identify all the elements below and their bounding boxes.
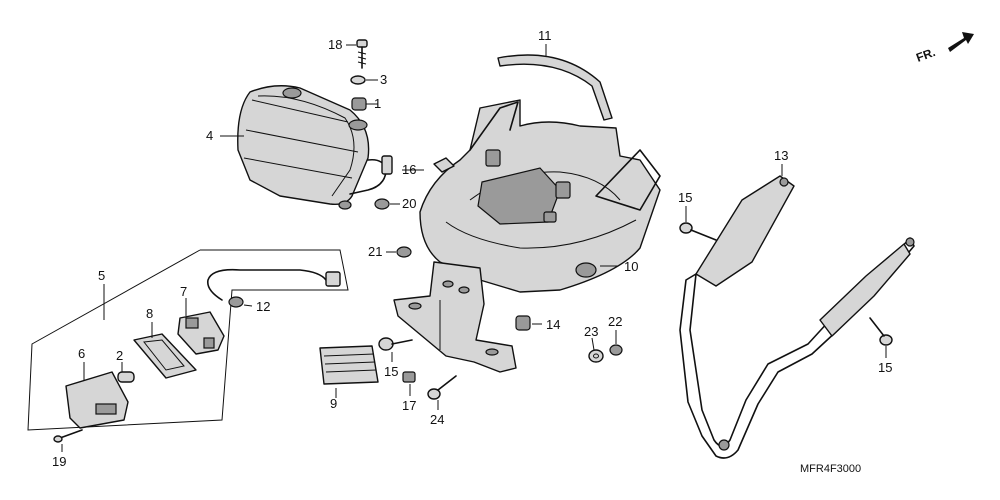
callout-3: 3	[380, 72, 387, 87]
collar-part	[350, 75, 366, 85]
callout-15-upper: 15	[678, 190, 692, 205]
tail-light-assembly	[237, 85, 393, 210]
gasket-8	[133, 333, 197, 379]
bolt-15-upper	[679, 222, 717, 241]
bolt-24	[427, 375, 457, 400]
lens-6	[65, 371, 129, 429]
rubber-14	[515, 315, 531, 331]
callout-7: 7	[180, 284, 187, 299]
callout-24: 24	[430, 412, 444, 427]
diagram-code: MFR4F3000	[800, 463, 861, 475]
nut-22	[609, 344, 623, 356]
callout-12: 12	[256, 299, 270, 314]
callout-22: 22	[608, 314, 622, 329]
front-direction-indicator: FR.	[914, 32, 974, 65]
leader-lines	[61, 44, 887, 452]
callout-18: 18	[328, 37, 342, 52]
clip-16	[433, 157, 455, 173]
nut-17	[402, 371, 416, 383]
nut-21	[396, 246, 412, 258]
callout-9: 9	[330, 396, 337, 411]
callout-21: 21	[368, 244, 382, 259]
callout-19: 19	[52, 454, 66, 469]
screw-18	[356, 39, 368, 69]
bolt-15-center	[378, 337, 413, 351]
socket-7	[177, 311, 225, 355]
rear-fender-housing	[419, 99, 661, 293]
license-plate-bracket	[393, 261, 517, 373]
nut-12	[228, 296, 244, 308]
callout-15-center: 15	[384, 364, 398, 379]
callout-labels: 1 2 3 4 5 6 7 8 9 10 11 12 13 14 15 15 1…	[52, 28, 892, 469]
bolt-15-lower	[869, 317, 893, 346]
bulb-2	[117, 371, 135, 383]
callout-2: 2	[116, 348, 123, 363]
callout-17: 17	[402, 398, 416, 413]
callout-5: 5	[98, 268, 105, 283]
reflector	[319, 345, 379, 385]
callout-4: 4	[206, 128, 213, 143]
callout-14: 14	[546, 317, 560, 332]
license-light-group	[27, 249, 349, 431]
callout-20: 20	[402, 196, 416, 211]
screw-19	[53, 429, 83, 443]
front-label: FR.	[914, 45, 937, 65]
nut-20	[374, 198, 390, 210]
rear-stay-bracket	[679, 175, 915, 459]
rubber-seal-strip	[497, 54, 613, 121]
front-arrow-icon	[948, 32, 974, 52]
callout-11: 11	[538, 28, 552, 43]
callout-15-lower: 15	[878, 360, 892, 375]
callout-13: 13	[774, 148, 788, 163]
washer-23	[588, 349, 604, 363]
callout-23: 23	[584, 324, 598, 339]
callout-16: 16	[402, 162, 416, 177]
callout-6: 6	[78, 346, 85, 361]
grommet-part	[351, 97, 367, 111]
callout-8: 8	[146, 306, 153, 321]
callout-10: 10	[624, 259, 638, 274]
callout-1: 1	[374, 96, 381, 111]
